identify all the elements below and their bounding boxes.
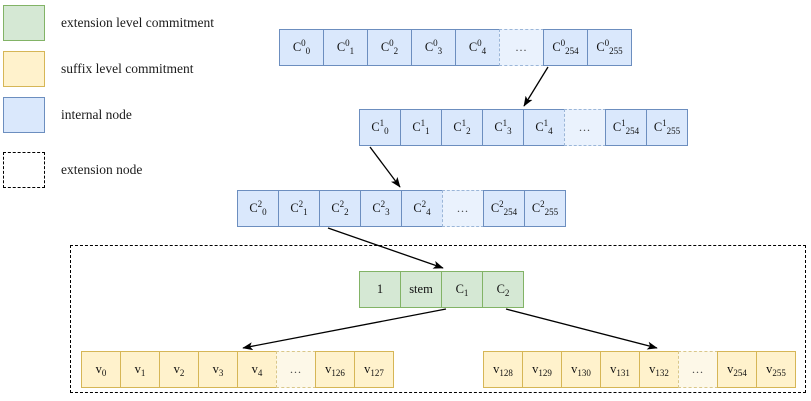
legend-swatch-blue-icon (3, 97, 45, 133)
node-cell-1: 1 (359, 271, 401, 308)
legend-item-suffix-level-commitment: suffix level commitment (3, 51, 193, 87)
node-cell-stem: stem (400, 271, 442, 308)
legend-swatch-green-icon (3, 5, 45, 41)
arrow-level1-to-level2 (369, 146, 401, 188)
legend-item-extension-node: extension node (3, 152, 142, 188)
legend-label-suffix-level-commitment: suffix level commitment (61, 61, 194, 76)
legend-item-internal-node: internal node (3, 97, 132, 133)
ellipsis-cell: ... (276, 351, 316, 388)
ellipsis-cell: ... (442, 190, 484, 227)
legend-label-internal-node: internal node (61, 107, 132, 122)
ellipsis-cell: ... (678, 351, 718, 388)
legend-label-extension-node: extension node (61, 162, 143, 177)
legend-item-extension-level-commitment: extension level commitment (3, 5, 214, 41)
legend-swatch-yellow-icon (3, 51, 45, 87)
ellipsis-cell: ... (564, 109, 606, 146)
ellipsis-cell: ... (499, 29, 544, 66)
legend-swatch-dashed-icon (3, 152, 45, 188)
arrow-level0-to-level1 (523, 66, 549, 107)
legend-label-extension-level-commitment: extension level commitment (61, 15, 214, 30)
